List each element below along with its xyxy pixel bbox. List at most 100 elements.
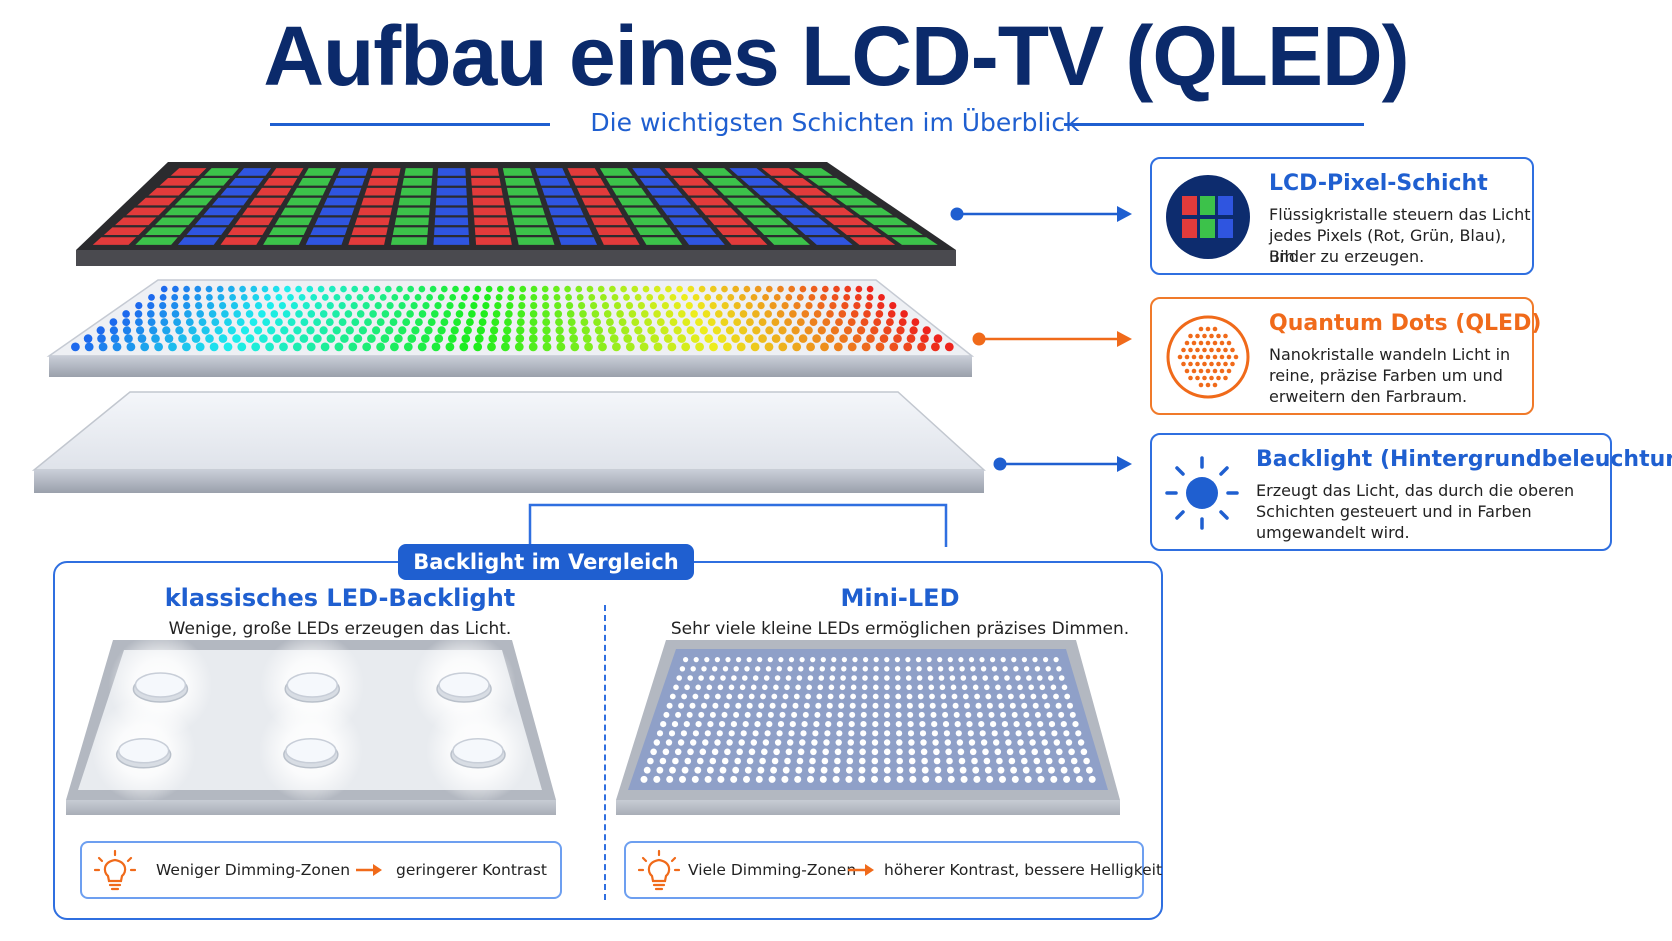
quantum-dot — [326, 318, 334, 326]
quantum-dot — [653, 310, 661, 318]
quantum-dot — [805, 326, 813, 334]
quantum-dot — [752, 326, 760, 334]
quantum-dot — [320, 326, 328, 334]
lcd-subpixel — [263, 237, 302, 245]
lcd-subpixel — [319, 208, 354, 216]
quantum-dot — [889, 302, 896, 309]
dot — [1178, 355, 1183, 360]
quantum-dot — [252, 294, 259, 301]
footer-text-a: Weniger Dimming-Zonen — [156, 861, 350, 879]
quantum-dot — [434, 302, 441, 309]
rgb-pixel-icon — [1165, 174, 1251, 260]
footer-text-a: Viele Dimming-Zonen — [688, 861, 856, 879]
lcd-subpixel — [292, 188, 326, 196]
quantum-dot — [531, 286, 538, 293]
quantum-dot — [490, 326, 498, 334]
quantum-dot — [778, 343, 787, 352]
dot — [1230, 348, 1235, 353]
quantum-dot — [315, 302, 322, 309]
quantum-dot — [221, 310, 229, 318]
quantum-dot — [920, 334, 929, 343]
quantum-dot — [211, 318, 219, 326]
quantum-dot — [291, 302, 298, 309]
quantum-dot — [307, 343, 316, 352]
quantum-dot — [480, 310, 488, 318]
quantum-dot — [681, 294, 688, 301]
quantum-dot — [626, 343, 635, 352]
connector-qd — [973, 331, 1133, 347]
lcd-subpixel — [242, 208, 279, 216]
arrow-right-icon — [354, 861, 384, 879]
quantum-dot — [733, 318, 741, 326]
quantum-dot — [288, 318, 296, 326]
quantum-dot — [329, 286, 336, 293]
lcd-subpixel — [725, 237, 767, 245]
lcd-subpixel — [328, 188, 361, 196]
quantum-dot — [686, 302, 693, 309]
lcd-subpixel — [472, 188, 503, 196]
lcd-subpixel — [338, 168, 369, 176]
quantum-dot — [788, 286, 795, 293]
quantum-dot — [516, 326, 524, 334]
card-text-line: Bilder zu erzeugen. — [1269, 246, 1424, 267]
quantum-dot-layer — [49, 280, 972, 377]
quantum-dot — [867, 294, 874, 301]
quantum-dot — [853, 334, 862, 343]
quantum-dot — [861, 318, 869, 326]
lcd-subpixel — [559, 237, 597, 245]
quantum-dot — [335, 343, 344, 352]
quantum-dot — [665, 286, 672, 293]
dot — [1223, 348, 1228, 353]
quantum-dot — [159, 310, 167, 318]
quantum-dot — [723, 343, 732, 352]
quantum-dot — [542, 286, 549, 293]
quantum-dot — [196, 343, 205, 352]
lcd-subpixel — [436, 198, 467, 206]
lcd-subpixel — [471, 178, 501, 186]
quantum-dot — [431, 310, 439, 318]
quantum-dot — [251, 343, 260, 352]
lcd-subpixel — [264, 178, 298, 186]
quantum-dot — [307, 286, 314, 293]
lcd-subpixel — [178, 237, 219, 245]
quantum-dot — [408, 334, 417, 343]
quantum-dot — [896, 326, 904, 334]
quantum-dot — [507, 294, 514, 301]
quantum-dot — [695, 318, 703, 326]
quantum-dot — [766, 286, 773, 293]
lcd-subpixel — [539, 178, 571, 186]
quantum-dot — [542, 318, 550, 326]
quantum-dot — [810, 318, 818, 326]
dot — [1195, 376, 1200, 381]
quantum-dot — [857, 326, 865, 334]
quantum-dot — [470, 302, 477, 309]
quantum-dot — [739, 294, 746, 301]
quantum-dot — [228, 326, 236, 334]
quantum-dot — [620, 286, 627, 293]
quantum-dot — [357, 294, 364, 301]
lcd-subpixel — [352, 227, 388, 235]
quantum-dot — [751, 343, 760, 352]
lcd-subpixel — [399, 198, 431, 206]
quantum-dot — [595, 326, 603, 334]
quantum-dot — [435, 334, 444, 343]
lcd-subpixel — [435, 208, 467, 216]
quantum-dot — [160, 294, 167, 301]
dot — [1209, 334, 1214, 339]
lcd-subpixel — [549, 208, 584, 216]
dot — [1213, 369, 1218, 374]
quantum-dot — [646, 294, 653, 301]
quantum-dot — [110, 326, 118, 334]
quantum-dot — [186, 318, 194, 326]
quantum-dot — [806, 343, 815, 352]
quantum-dot — [765, 343, 774, 352]
quantum-dot — [183, 294, 190, 301]
quantum-dot — [394, 310, 402, 318]
quantum-dot — [300, 334, 309, 343]
quantum-dot — [475, 334, 484, 343]
quantum-dot — [262, 286, 269, 293]
quantum-dot — [357, 310, 365, 318]
backlight-layer — [34, 392, 984, 493]
quantum-dot — [793, 302, 800, 309]
quantum-dot — [327, 334, 336, 343]
